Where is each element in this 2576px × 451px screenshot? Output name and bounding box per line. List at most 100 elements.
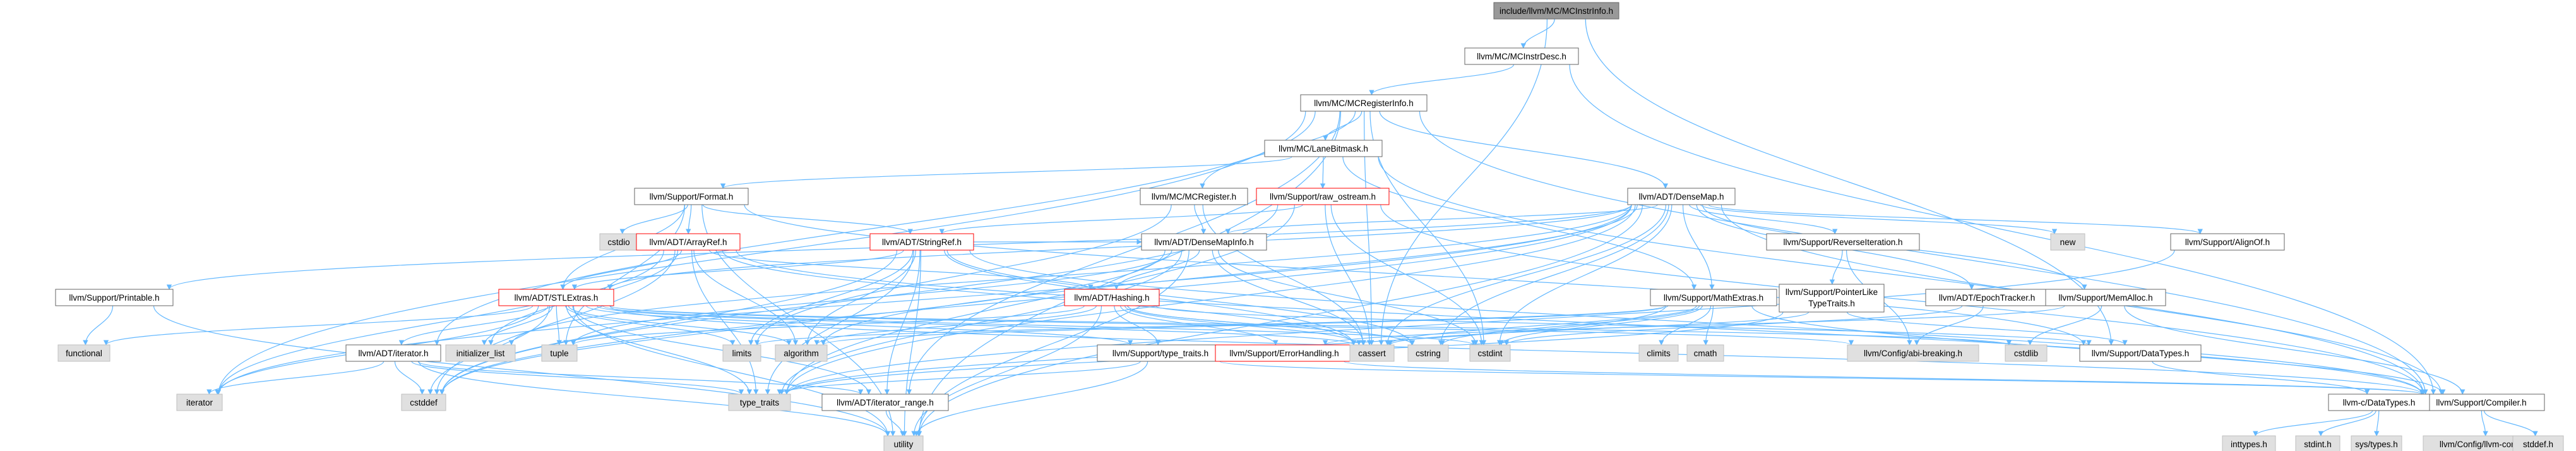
node-densemap[interactable]: llvm/ADT/DenseMap.h: [1627, 188, 1736, 205]
node-box-compiler: [2418, 394, 2545, 411]
node-stlextras[interactable]: llvm/ADT/STLExtras.h: [498, 289, 614, 306]
edge-mathextras-to-algorithm: [821, 305, 1669, 346]
node-label: type_traits: [740, 398, 780, 407]
node-label: inttypes.h: [2231, 440, 2267, 449]
node-box-iterrange: [821, 394, 949, 411]
node-cstddef[interactable]: cstddef: [401, 394, 446, 411]
node-iterrange[interactable]: llvm/ADT/iterator_range.h: [821, 394, 949, 411]
edge-errorhandling-to-compiler: [1344, 361, 2424, 395]
node-mathextras[interactable]: llvm/Support/MathExtras.h: [1650, 289, 1777, 306]
edge-memalloc-to-cstdlib: [2027, 305, 2102, 346]
node-alignof[interactable]: llvm/Support/AlignOf.h: [2170, 233, 2285, 251]
edge-arrayref-to-compiler: [736, 250, 2425, 395]
edge-mathextras-to-cmath: [1703, 305, 1714, 346]
node-label: llvm/Support/ErrorHandling.h: [1229, 349, 1339, 358]
node-type_traits[interactable]: type_traits: [728, 394, 791, 411]
edge-epochtracker-to-abibreaking: [1914, 305, 1984, 346]
edge-densemapinfo-to-type_traits: [779, 250, 1183, 395]
node-label: llvm/ADT/iterator.h: [358, 349, 428, 358]
node-tuple[interactable]: tuple: [541, 344, 578, 362]
edge-cdatatypes-to-inttypes: [2253, 410, 2373, 436]
edge-densemapinfo-to-cstddef: [439, 250, 1166, 395]
node-label: cstdio: [607, 238, 629, 247]
node-densemapinfo[interactable]: llvm/ADT/DenseMapInfo.h: [1141, 233, 1267, 251]
edge-format-to-stringref: [702, 204, 913, 234]
node-abibreaking[interactable]: llvm/Config/abi-breaking.h: [1847, 344, 1979, 362]
node-limits[interactable]: limits: [722, 344, 761, 362]
node-lanebitmask[interactable]: llvm/MC/LaneBitmask.h: [1264, 140, 1383, 157]
edge-densemap-to-iterator: [215, 204, 1632, 395]
node-arrayref[interactable]: llvm/ADT/ArrayRef.h: [636, 233, 741, 251]
edge-densemap-to-cassert: [1385, 204, 1667, 346]
nodes-layer: include/llvm/MC/MCInstrInfo.h llvm/MC/MCI…: [55, 2, 2564, 451]
node-compiler[interactable]: llvm/Support/Compiler.h: [2418, 394, 2545, 411]
node-label: llvm/ADT/EpochTracker.h: [1939, 293, 2036, 303]
node-instrdesc[interactable]: llvm/MC/MCInstrDesc.h: [1464, 47, 1579, 65]
node-cstring[interactable]: cstring: [1407, 344, 1449, 362]
node-inttypes[interactable]: inttypes.h: [2222, 435, 2276, 451]
node-label: llvm/Support/PointerLike: [1786, 287, 1878, 297]
node-stringref[interactable]: llvm/ADT/StringRef.h: [869, 233, 974, 251]
node-box-densemap: [1627, 188, 1736, 205]
node-reginfo[interactable]: llvm/MC/MCRegisterInfo.h: [1300, 94, 1428, 112]
node-root[interactable]: include/llvm/MC/MCInstrInfo.h: [1493, 2, 1619, 20]
node-reverseiter[interactable]: llvm/Support/ReverseIteration.h: [1766, 233, 1920, 251]
edge-hashing-to-tuple: [571, 305, 1085, 346]
node-cdatatypes[interactable]: llvm-c/DataTypes.h: [2328, 394, 2430, 411]
node-utility[interactable]: utility: [883, 435, 924, 451]
node-stddef[interactable]: stddef.h: [2512, 435, 2564, 451]
edge-adtiterator-to-utility: [418, 361, 891, 436]
edge-arrayref-to-cassert: [722, 250, 1357, 346]
node-mcregister[interactable]: llvm/MC/MCRegister.h: [1140, 188, 1248, 205]
node-memalloc[interactable]: llvm/Support/MemAlloc.h: [2045, 289, 2166, 306]
edge-raw_ostream-to-stringref: [939, 204, 1303, 234]
edge-densemap-to-stlextras: [607, 204, 1632, 290]
node-box-tuple: [541, 344, 578, 362]
edge-epochtracker-to-cstdint: [1503, 305, 1963, 346]
node-hashing[interactable]: llvm/ADT/Hashing.h: [1064, 289, 1160, 306]
node-iterator[interactable]: iterator: [176, 394, 223, 411]
node-format[interactable]: llvm/Support/Format.h: [634, 188, 749, 205]
node-raw_ostream[interactable]: llvm/Support/raw_ostream.h: [1256, 188, 1390, 205]
node-box-inttypes: [2222, 435, 2276, 451]
edge-lanebitmask-to-mathextras: [1342, 156, 1697, 290]
node-label: llvm/ADT/StringRef.h: [882, 238, 962, 247]
edge-lanebitmask-to-compiler: [1378, 156, 2426, 395]
node-box-iterator: [176, 394, 223, 411]
node-new[interactable]: new: [2050, 233, 2085, 251]
edge-densemapinfo-to-cstdint: [1218, 250, 1479, 346]
node-climits[interactable]: climits: [1638, 344, 1679, 362]
edge-stringref-to-stlextras: [571, 250, 904, 290]
node-typetraits_h[interactable]: llvm/Support/type_traits.h: [1097, 344, 1224, 362]
node-cstdint[interactable]: cstdint: [1469, 344, 1511, 362]
node-printable[interactable]: llvm/Support/Printable.h: [55, 289, 174, 306]
node-cassert[interactable]: cassert: [1349, 344, 1395, 362]
node-adtiterator[interactable]: llvm/ADT/iterator.h: [345, 344, 441, 362]
edge-format-to-arrayref: [686, 204, 692, 234]
edge-reginfo-to-iterator: [215, 111, 1306, 395]
node-initlist[interactable]: initializer_list: [445, 344, 516, 362]
node-algorithm[interactable]: algorithm: [775, 344, 828, 362]
node-datatypes[interactable]: llvm/Support/DataTypes.h: [2079, 344, 2202, 362]
edge-stlextras-to-algorithm: [568, 305, 792, 346]
node-stdint[interactable]: stdint.h: [2295, 435, 2340, 451]
node-systypes[interactable]: sys/types.h: [2351, 435, 2402, 451]
edge-hashing-to-typetraits_h: [1114, 305, 1161, 346]
node-box-memalloc: [2045, 289, 2166, 306]
node-box-root: [1493, 2, 1619, 20]
node-epochtracker[interactable]: llvm/ADT/EpochTracker.h: [1925, 289, 2049, 306]
edge-reginfo-to-cstdint: [1369, 111, 1487, 346]
node-label: limits: [732, 349, 752, 358]
node-box-cmath: [1686, 344, 1724, 362]
node-cmath[interactable]: cmath: [1686, 344, 1724, 362]
edge-stlextras-to-cassert: [597, 305, 1356, 346]
node-box-reverseiter: [1766, 233, 1920, 251]
node-cstdio[interactable]: cstdio: [599, 233, 638, 251]
edge-adtiterator-to-type_traits: [411, 361, 744, 395]
edge-stlextras-to-compiler: [609, 305, 2424, 395]
node-functional[interactable]: functional: [57, 344, 110, 362]
node-cstdlib[interactable]: cstdlib: [2005, 344, 2048, 362]
node-errorhandling[interactable]: llvm/Support/ErrorHandling.h: [1215, 344, 1354, 362]
edge-stlextras-to-adtiterator: [398, 305, 549, 346]
